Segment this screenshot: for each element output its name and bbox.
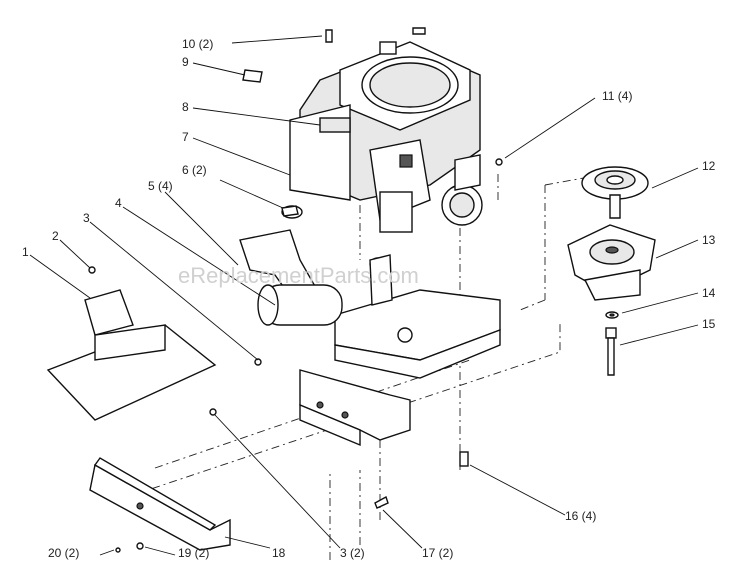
callout-14: 14 xyxy=(702,286,716,300)
watermark: eReplacementParts.com xyxy=(178,263,419,288)
pulley xyxy=(581,166,649,219)
engine xyxy=(289,41,483,233)
callout-3: 3 xyxy=(83,211,90,225)
callout-16: 16 (4) xyxy=(565,509,596,523)
callout-15: 15 xyxy=(702,317,716,331)
callout-20: 20 (2) xyxy=(48,546,79,560)
exhaust-assembly xyxy=(239,205,393,326)
callout-9: 9 xyxy=(182,55,189,69)
callout-17: 17 (2) xyxy=(422,546,453,560)
callout-10: 10 (2) xyxy=(182,37,213,51)
callout-2: 2 xyxy=(52,229,59,243)
callout-13: 13 xyxy=(702,233,716,247)
engine-mount-frame xyxy=(299,289,501,447)
leader-lines xyxy=(29,35,699,556)
callout-labels: 10 (2) 9 8 7 6 (2) 5 (4) 4 3 2 1 11 (4) … xyxy=(22,37,716,560)
callout-11: 11 (4) xyxy=(602,89,632,103)
callout-6: 6 (2) xyxy=(182,163,207,177)
electric-clutch xyxy=(567,224,656,301)
callout-12: 12 xyxy=(702,159,716,173)
washer-and-bolt xyxy=(605,311,619,376)
callout-18: 18 xyxy=(272,546,286,560)
callout-7: 7 xyxy=(182,130,189,144)
callout-3b: 3 (2) xyxy=(340,546,365,560)
callout-5: 5 (4) xyxy=(148,179,173,193)
callout-19: 19 (2) xyxy=(178,546,209,560)
heat-shield xyxy=(46,289,217,421)
callout-1: 1 xyxy=(22,245,29,259)
callout-4: 4 xyxy=(115,196,122,210)
callout-8: 8 xyxy=(182,100,189,114)
fasteners xyxy=(88,27,503,553)
front-bumper xyxy=(89,457,231,551)
